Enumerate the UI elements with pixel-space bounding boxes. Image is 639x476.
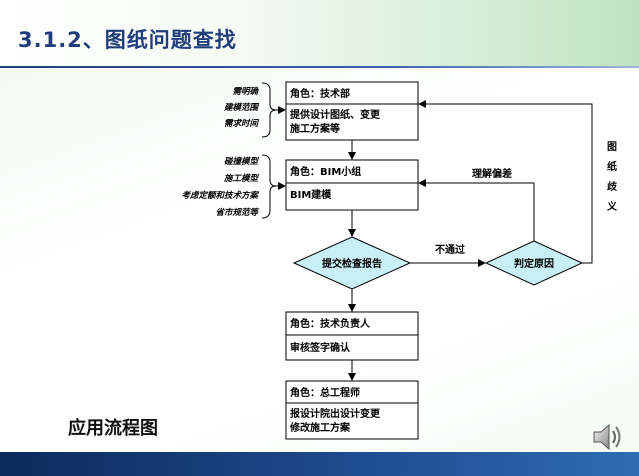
- diamond-label: 提交检查报告: [322, 257, 382, 270]
- edge-label-fail: 不通过: [435, 243, 465, 256]
- note-line: 建模范围: [223, 102, 260, 113]
- speaker-icon[interactable]: [590, 420, 624, 454]
- footer-bar: [0, 452, 639, 476]
- node-role: 角色：技术负责人: [290, 317, 371, 330]
- svg-text:歧: 歧: [607, 180, 618, 193]
- svg-text:图: 图: [607, 141, 617, 153]
- node-task-line: 修改施工方案: [289, 421, 351, 434]
- node-role: 角色：BIM小组: [290, 165, 361, 178]
- node-chief-engineer: 角色：总工程师 报设计院出设计变更 修改施工方案: [285, 380, 419, 440]
- node-tech-dept: 角色：技术部 提供设计图纸、变更 施工方案等: [285, 81, 419, 141]
- node-role: 角色：总工程师: [290, 386, 360, 399]
- node-task-line: 报设计院出设计变更: [290, 407, 381, 420]
- node-submit-report: 提交检查报告: [292, 236, 412, 290]
- note-line: 需明确: [232, 86, 259, 97]
- notes-mid: 碰撞模型 施工模型 考虑定额和技术方案 省市规范等: [181, 154, 286, 219]
- edge-label-drawing-dispute: 图 纸 歧 义: [607, 141, 618, 213]
- note-bracket: [261, 82, 277, 138]
- header-rule: [0, 66, 639, 68]
- arrow-understanding-bias: [418, 179, 535, 241]
- slide-title: 3.1.2、图纸问题查找: [18, 28, 237, 52]
- note-line: 省市规范等: [215, 207, 259, 218]
- note-line: 需求时间: [224, 118, 260, 129]
- node-bim-team: 角色：BIM小组 BIM建模: [285, 159, 419, 211]
- note-line: 碰撞模型: [224, 156, 260, 167]
- note-bracket: [261, 154, 277, 219]
- notes-top: 需明确 建模范围 需求时间: [223, 82, 286, 138]
- node-task-line: 提供设计图纸、变更: [290, 108, 381, 121]
- note-line: 考虑定额和技术方案: [181, 190, 259, 201]
- diamond-label: 判定原因: [514, 257, 554, 270]
- flow-caption: 应用流程图: [68, 418, 158, 439]
- node-tech-lead: 角色：技术负责人 审核签字确认: [285, 311, 419, 361]
- node-judge-cause: 判定原因: [484, 240, 584, 286]
- edge-label-understanding-bias: 理解偏差: [472, 167, 512, 180]
- header-band: [0, 0, 639, 68]
- note-line: 施工模型: [223, 173, 260, 184]
- node-role: 角色：技术部: [290, 87, 350, 100]
- node-task-line: BIM建模: [290, 188, 332, 201]
- svg-text:纸: 纸: [607, 160, 617, 173]
- arrow-drawing-dispute: [418, 100, 593, 264]
- node-task-line: 审核签字确认: [290, 341, 351, 354]
- svg-text:义: 义: [607, 200, 618, 213]
- node-task-line: 施工方案等: [290, 122, 340, 135]
